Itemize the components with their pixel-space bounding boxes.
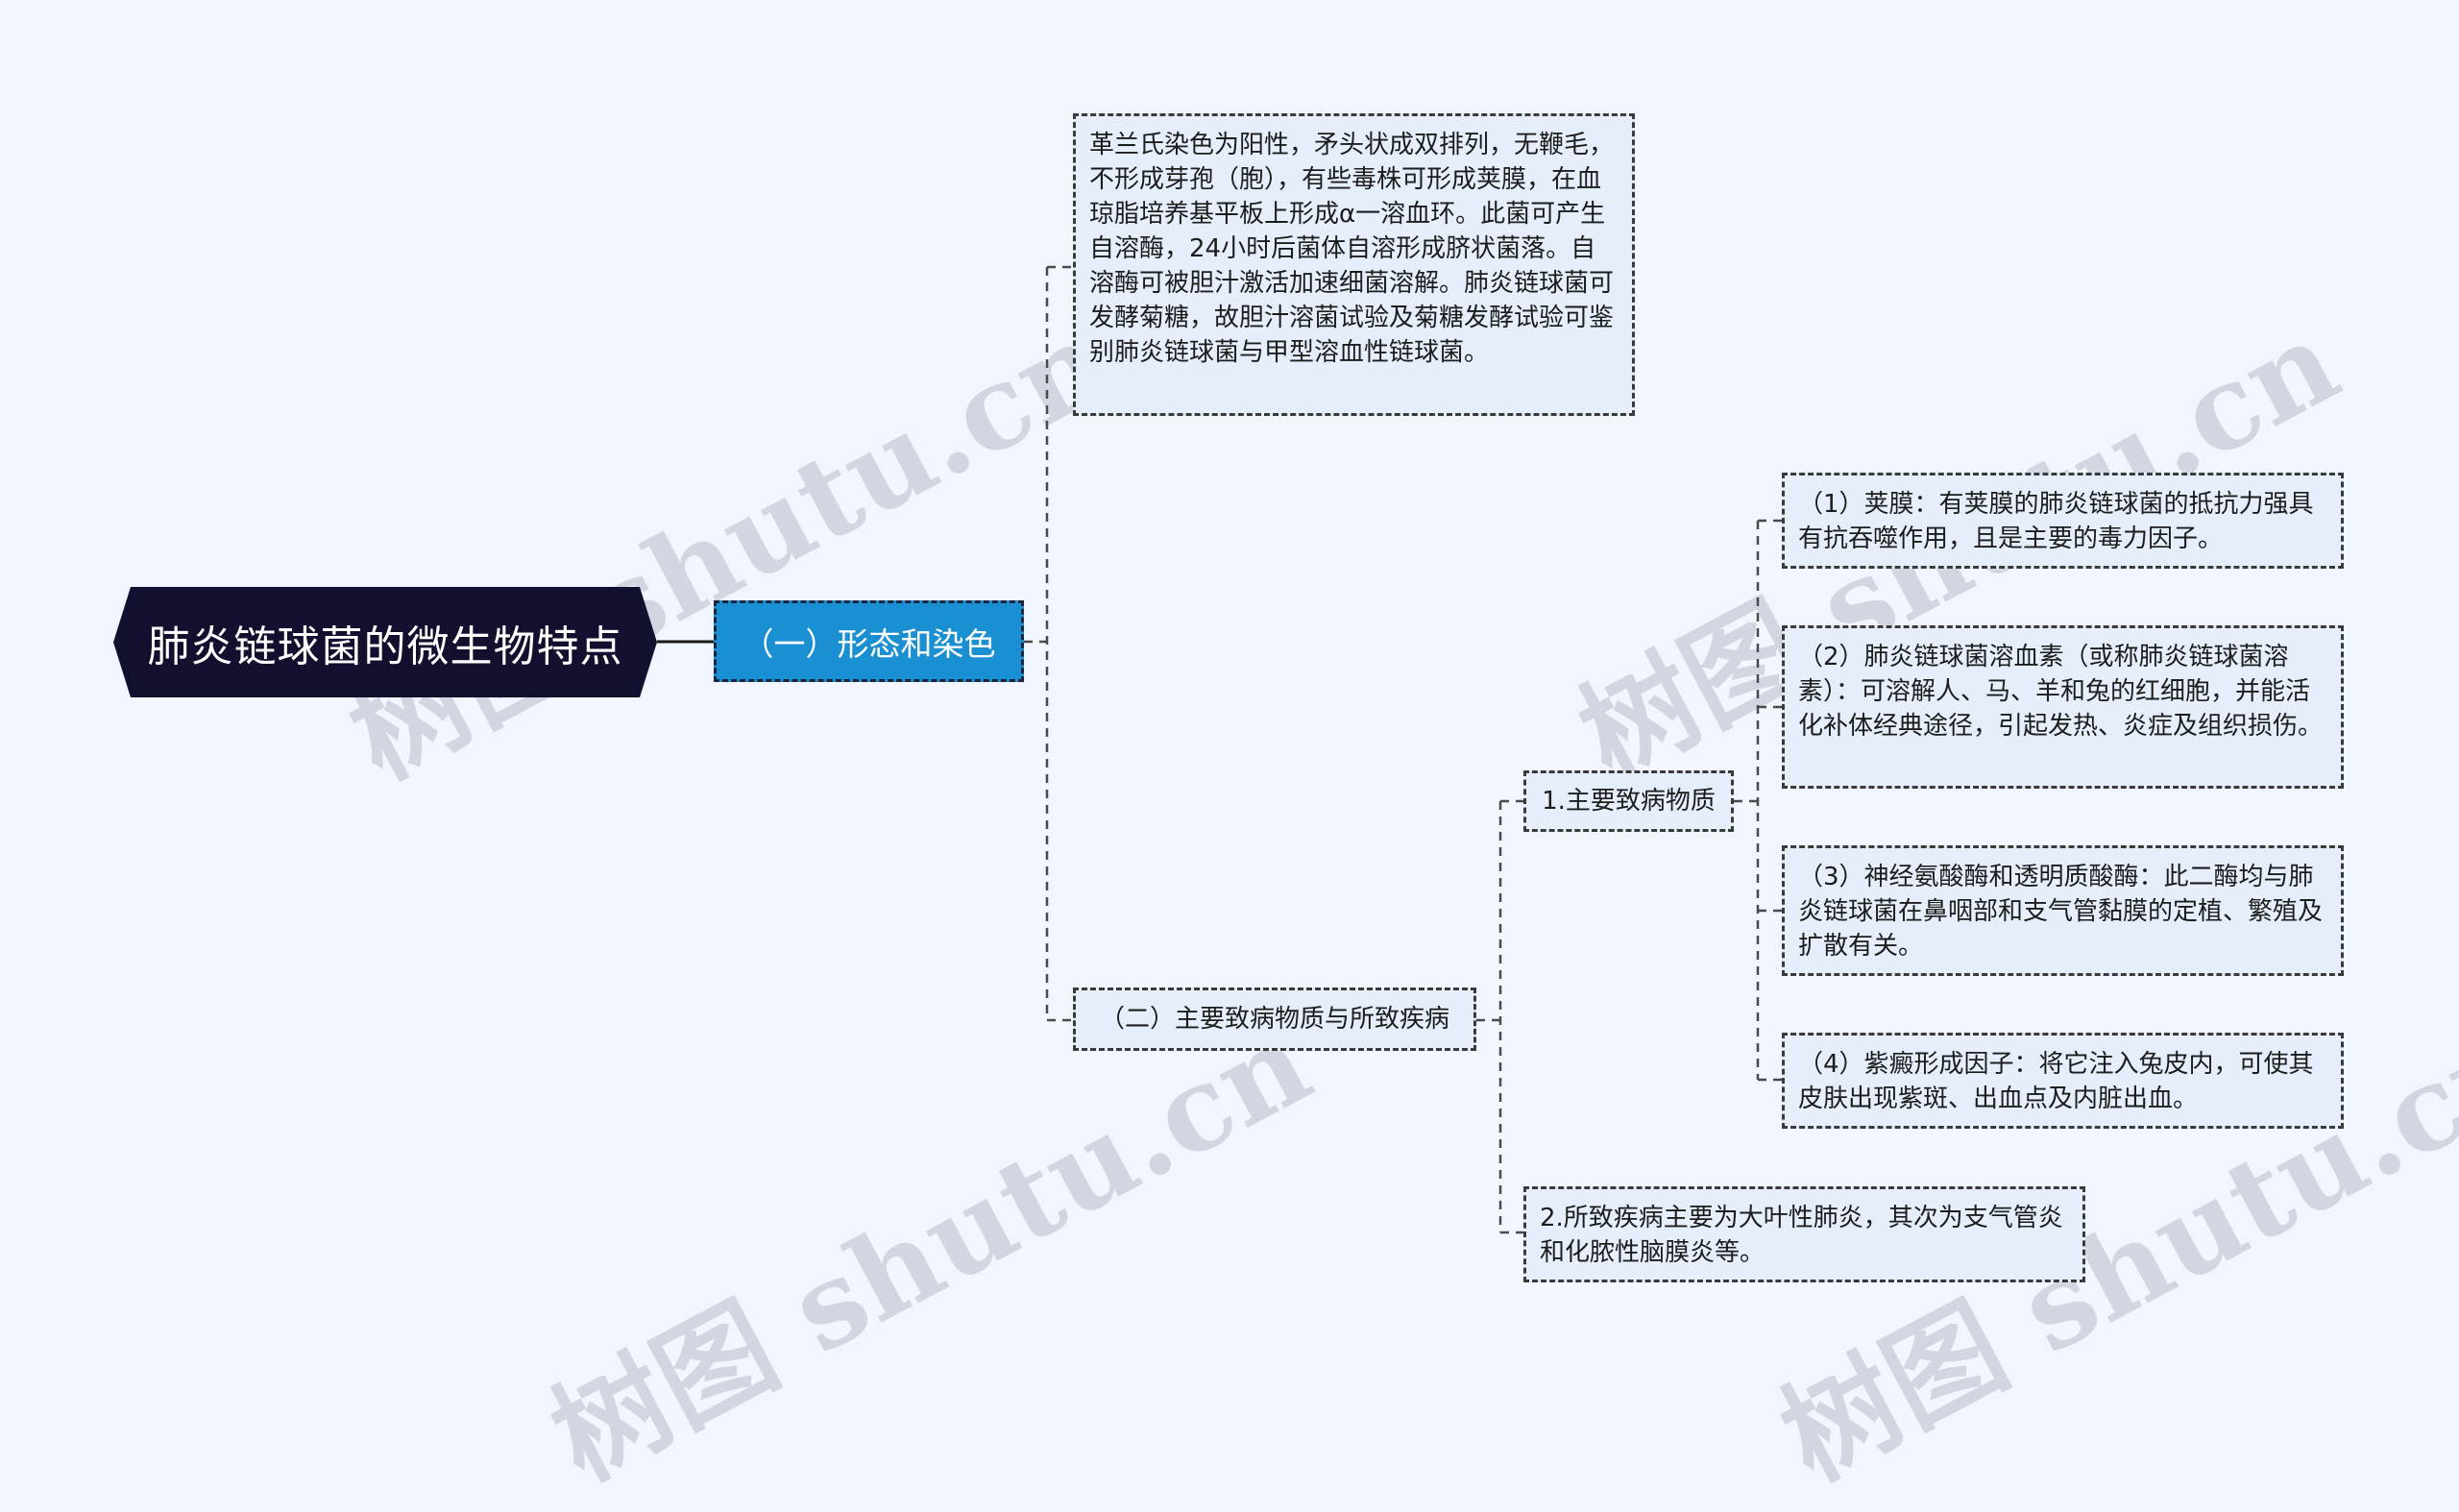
factor-purpura[interactable]: （4）紫癜形成因子：将它注入兔皮内，可使其皮肤出现紫斑、出血点及内脏出血。 [1782, 1033, 2344, 1129]
mindmap-canvas: 树图 shutu.cn 树图 shutu.cn 树图 shutu.cn 树图 s… [0, 113, 2459, 1506]
factor-pneumolysin[interactable]: （2）肺炎链球菌溶血素（或称肺炎链球菌溶素）：可溶解人、马、羊和兔的红细胞，并能… [1782, 625, 2344, 789]
branch-morphology-staining[interactable]: （一）形态和染色 [714, 600, 1024, 682]
morphology-description[interactable]: 革兰氏染色为阳性，矛头状成双排列，无鞭毛，不形成芽孢（胞），有些毒株可形成荚膜，… [1073, 113, 1635, 416]
branch-main-pathogenic-factors[interactable]: 1.主要致病物质 [1523, 770, 1734, 832]
diseases-description[interactable]: 2.所致疾病主要为大叶性肺炎，其次为支气管炎和化脓性脑膜炎等。 [1523, 1186, 2085, 1282]
factor-capsule[interactable]: （1）荚膜：有荚膜的肺炎链球菌的抵抗力强具有抗吞噬作用，且是主要的毒力因子。 [1782, 473, 2344, 569]
root-node[interactable]: 肺炎链球菌的微生物特点 [113, 587, 657, 697]
factor-enzymes[interactable]: （3）神经氨酸酶和透明质酸酶：此二酶均与肺炎链球菌在鼻咽部和支气管黏膜的定植、繁… [1782, 845, 2344, 976]
connector-lines [657, 265, 1782, 1234]
branch-pathogenic-factors-diseases[interactable]: （二）主要致病物质与所致疾病 [1073, 988, 1476, 1051]
